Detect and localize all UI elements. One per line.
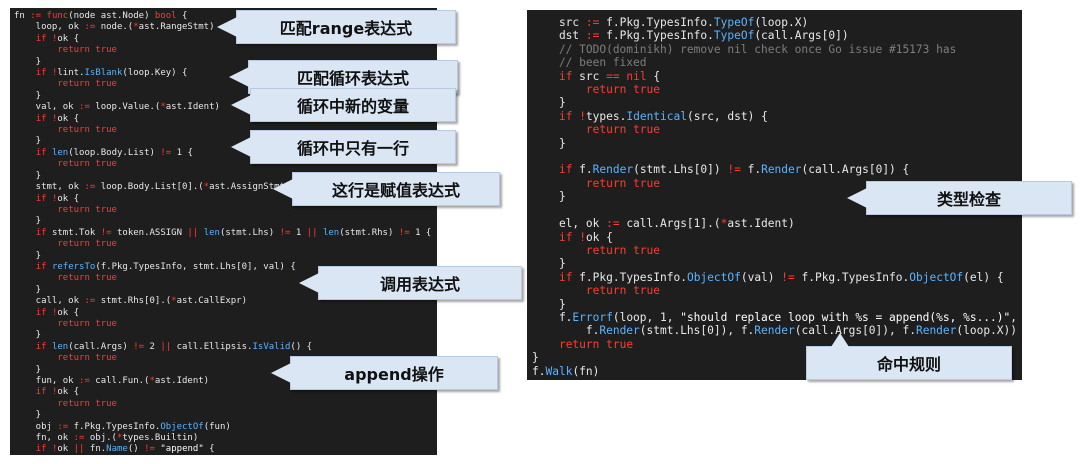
- right-code-panel: src := f.Pkg.TypesInfo.TypeOf(loop.X) ds…: [527, 10, 1022, 380]
- callout-call-expr: 调用表达式: [299, 266, 522, 300]
- right-code-block: src := f.Pkg.TypesInfo.TypeOf(loop.X) ds…: [532, 16, 1018, 378]
- callout-match-range: 匹配range表达式: [217, 10, 456, 44]
- callout-new-var: 循环中新的变量: [231, 88, 456, 122]
- callout-hit-rule: 命中规则: [806, 333, 1012, 380]
- callout-type-check: 类型检查: [847, 181, 1072, 215]
- callout-one-line: 循环中只有一行: [231, 130, 456, 164]
- callout-assign: 这行是赋值表达式: [273, 172, 500, 206]
- callout-append-op: append操作: [271, 356, 498, 390]
- left-code-block: fn := func(node ast.Node) bool { loop, o…: [14, 11, 432, 455]
